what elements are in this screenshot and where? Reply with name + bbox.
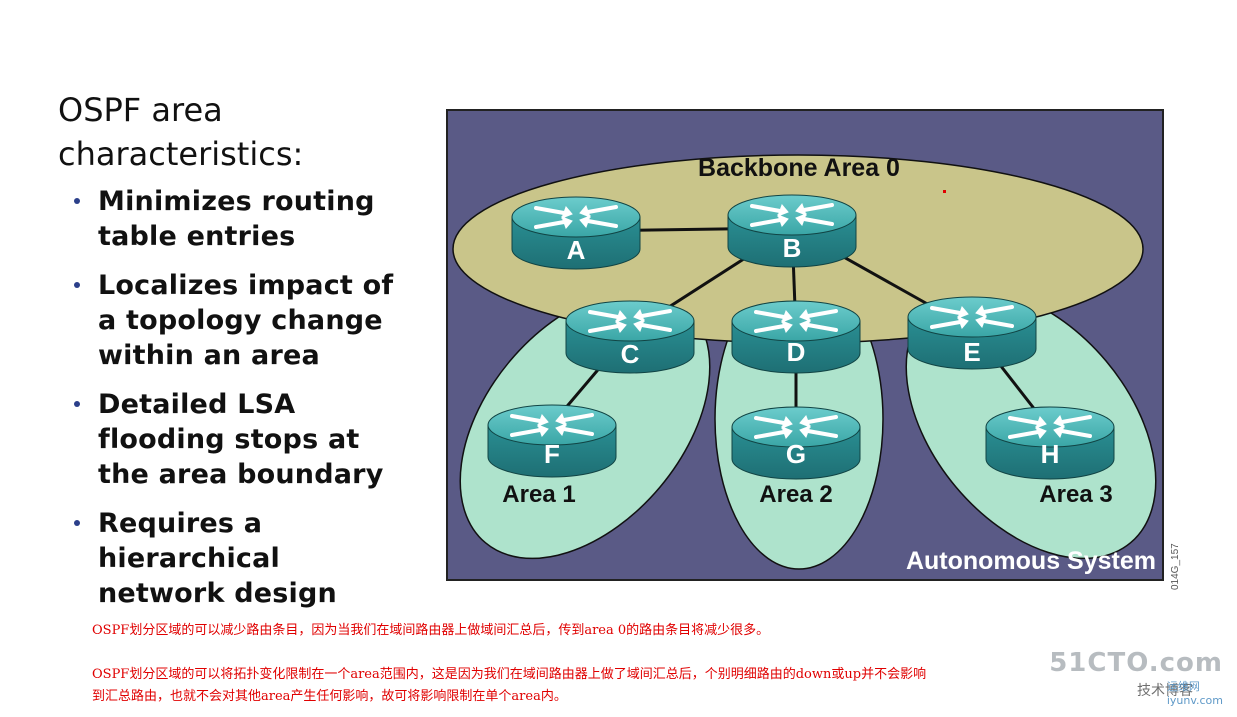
bullet-item: Minimizes routing table entries bbox=[72, 184, 402, 254]
router-a: A bbox=[511, 196, 641, 270]
bullet-item: Detailed LSA flooding stops at the area … bbox=[72, 387, 402, 492]
router-arrows-icon bbox=[510, 413, 594, 437]
watermark-sub-text: 运维网 bbox=[1166, 680, 1200, 693]
router-label: G bbox=[786, 439, 806, 469]
router-arrows-icon bbox=[750, 203, 834, 227]
bullet-item: Localizes impact of a topology change wi… bbox=[72, 268, 402, 373]
router-arrows-icon bbox=[930, 305, 1014, 329]
bullet-text: Requires a hierarchical network design bbox=[98, 508, 337, 609]
router-h: H bbox=[985, 406, 1115, 480]
bullet-dot-icon bbox=[74, 282, 80, 288]
watermark-tagline: 技术博客 bbox=[1137, 683, 1193, 699]
router-top bbox=[907, 296, 1037, 338]
router-d: D bbox=[731, 300, 861, 374]
router-arrows-icon bbox=[754, 415, 838, 439]
router-b: B bbox=[727, 194, 857, 268]
router-arrows-icon bbox=[534, 205, 618, 229]
watermark-site: 51CTO.com bbox=[1049, 648, 1223, 678]
figure-code: 014G_157 bbox=[1170, 543, 1181, 590]
routers: A B C D E F G H bbox=[487, 194, 1115, 480]
router-label: H bbox=[1041, 439, 1060, 469]
router-top bbox=[731, 300, 861, 342]
bullet-text: Detailed LSA flooding stops at the area … bbox=[98, 389, 384, 490]
router-c: C bbox=[565, 300, 695, 374]
router-top bbox=[727, 194, 857, 236]
red-dot-marker bbox=[943, 190, 946, 193]
bullet-item: Requires a hierarchical network design bbox=[72, 506, 402, 611]
ospf-area-diagram: A B C D E F G H Backbone Area 0 Area 1 Area 2 A… bbox=[446, 109, 1164, 581]
note-line-3: 到汇总路由，也就不会对其他area产生任何影响，故可将影响限制在单个area内。 bbox=[92, 689, 567, 704]
router-label: B bbox=[783, 233, 802, 263]
router-arrows-icon bbox=[588, 309, 672, 333]
router-label: C bbox=[621, 339, 640, 369]
note-line-2: OSPF划分区域的可以将拓扑变化限制在一个area范围内，这是因为我们在域间路由… bbox=[92, 667, 927, 682]
router-arrows-icon bbox=[1008, 415, 1092, 439]
router-top bbox=[511, 196, 641, 238]
slide-title: OSPF area characteristics: bbox=[58, 91, 304, 173]
router-label: D bbox=[787, 337, 806, 367]
bullet-list: Minimizes routing table entries Localize… bbox=[72, 184, 402, 625]
bullet-dot-icon bbox=[74, 520, 80, 526]
bullet-dot-icon bbox=[74, 198, 80, 204]
router-label: E bbox=[963, 337, 980, 367]
chinese-notes: OSPF划分区域的可以减少路由条目，因为当我们在域间路由器上做域间汇总后，传到a… bbox=[92, 620, 1232, 708]
area-2-label: Area 2 bbox=[759, 481, 832, 508]
backbone-label: Backbone Area 0 bbox=[698, 154, 900, 182]
router-g: G bbox=[731, 406, 861, 480]
router-label: A bbox=[567, 235, 586, 265]
bullet-text: Localizes impact of a topology change wi… bbox=[98, 270, 394, 371]
router-arrows-icon bbox=[754, 309, 838, 333]
bullet-text: Minimizes routing table entries bbox=[98, 186, 375, 252]
router-f: F bbox=[487, 404, 617, 478]
area-3-label: Area 3 bbox=[1039, 481, 1112, 508]
watermark-url: iyunv.com bbox=[1166, 694, 1223, 707]
router-label: F bbox=[544, 439, 560, 469]
router-top bbox=[565, 300, 695, 342]
note-line-1: OSPF划分区域的可以减少路由条目，因为当我们在域间路由器上做域间汇总后，传到a… bbox=[92, 623, 770, 638]
autonomous-system-label: Autonomous System bbox=[906, 547, 1156, 575]
bullet-dot-icon bbox=[74, 401, 80, 407]
router-e: E bbox=[907, 296, 1037, 370]
area-1-label: Area 1 bbox=[502, 481, 575, 508]
